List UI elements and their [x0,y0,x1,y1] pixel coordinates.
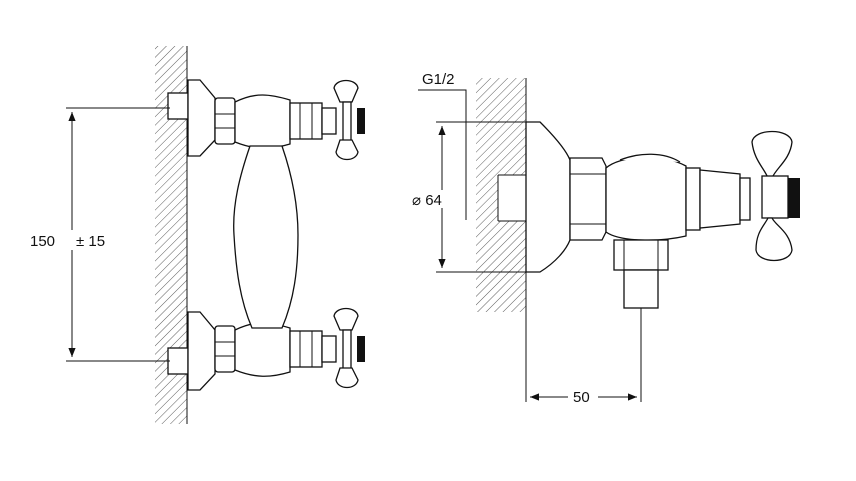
depth-value: 50 [573,389,590,406]
hex-nut [569,157,607,241]
escutcheon [525,121,571,273]
bottom-outlet [167,307,365,391]
diameter-value: ⌀ 64 [412,192,442,209]
top-outlet [167,79,365,161]
cross-handle-side [751,130,800,262]
height-value: 150 [30,233,55,250]
bottom-connection [613,239,669,402]
thread-label: G1/2 [422,71,455,88]
side-view: G1/2 ⌀ 64 50 [410,71,800,406]
valve-body [605,156,687,241]
mixer-body [233,145,299,329]
height-tolerance: ± 15 [76,233,105,250]
front-view: 150 ± 15 [28,46,365,424]
